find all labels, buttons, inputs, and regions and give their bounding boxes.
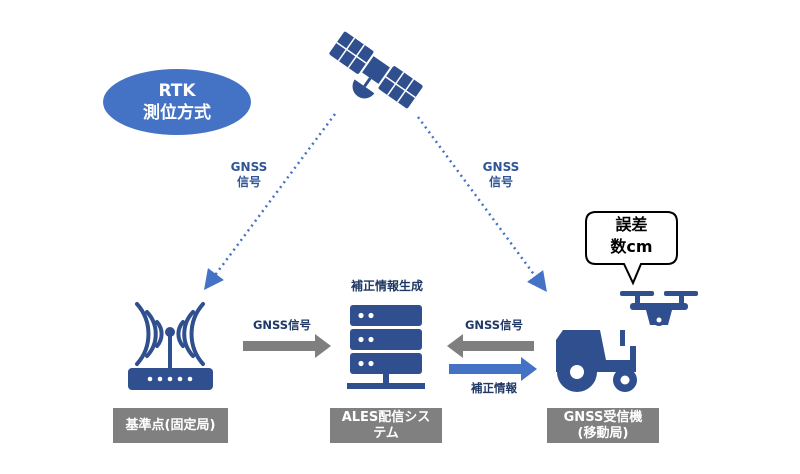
signal-right-line2: 信号 [488, 175, 513, 189]
signal-left-line1: GNSS [230, 160, 268, 174]
error-bubble-text: 誤差 数cm [586, 214, 677, 258]
server-label-line1: ALES配信シス [341, 409, 431, 425]
base-label-text: 基準点(固定局) [125, 417, 216, 433]
signal-label-right: GNSS 信号 [476, 160, 526, 190]
signal-right-line1: GNSS [482, 160, 520, 174]
server-label-line2: テム [373, 425, 399, 441]
tractor-icon [556, 330, 637, 392]
title-line2: 測位方式 [143, 103, 211, 123]
rover-label: GNSS受信機 (移動局) [547, 408, 659, 443]
arrow-base-to-server [243, 334, 331, 358]
signal-line-right [416, 116, 547, 293]
arrow-label-base-to-server: GNSS信号 [252, 318, 312, 332]
error-bubble [585, 211, 678, 286]
rtk-title-bubble: RTK 測位方式 [103, 69, 251, 135]
server-label: ALES配信シス テム [330, 408, 442, 443]
arrow-label-server-to-rover: 補正情報 [471, 381, 517, 395]
server-title: 補正情報生成 [350, 279, 423, 293]
signal-line-left [204, 113, 337, 291]
arrow-rover-to-server [447, 334, 534, 358]
satellite-icon [329, 31, 423, 109]
base-label: 基準点(固定局) [113, 408, 228, 443]
error-line1: 誤差 [615, 215, 648, 234]
arrow-server-to-rover [449, 357, 537, 381]
signal-label-left: GNSS 信号 [224, 160, 274, 190]
arrow-label-rover-to-server: GNSS信号 [464, 318, 524, 332]
drone-icon [620, 291, 698, 326]
rover-label-line2: (移動局) [577, 425, 629, 441]
router-icon [135, 302, 205, 372]
signal-left-line2: 信号 [236, 175, 261, 189]
title-line1: RTK [158, 81, 196, 101]
rover-label-line1: GNSS受信機 [563, 409, 643, 425]
server-icon [347, 305, 425, 389]
error-line2: 数cm [610, 237, 653, 256]
